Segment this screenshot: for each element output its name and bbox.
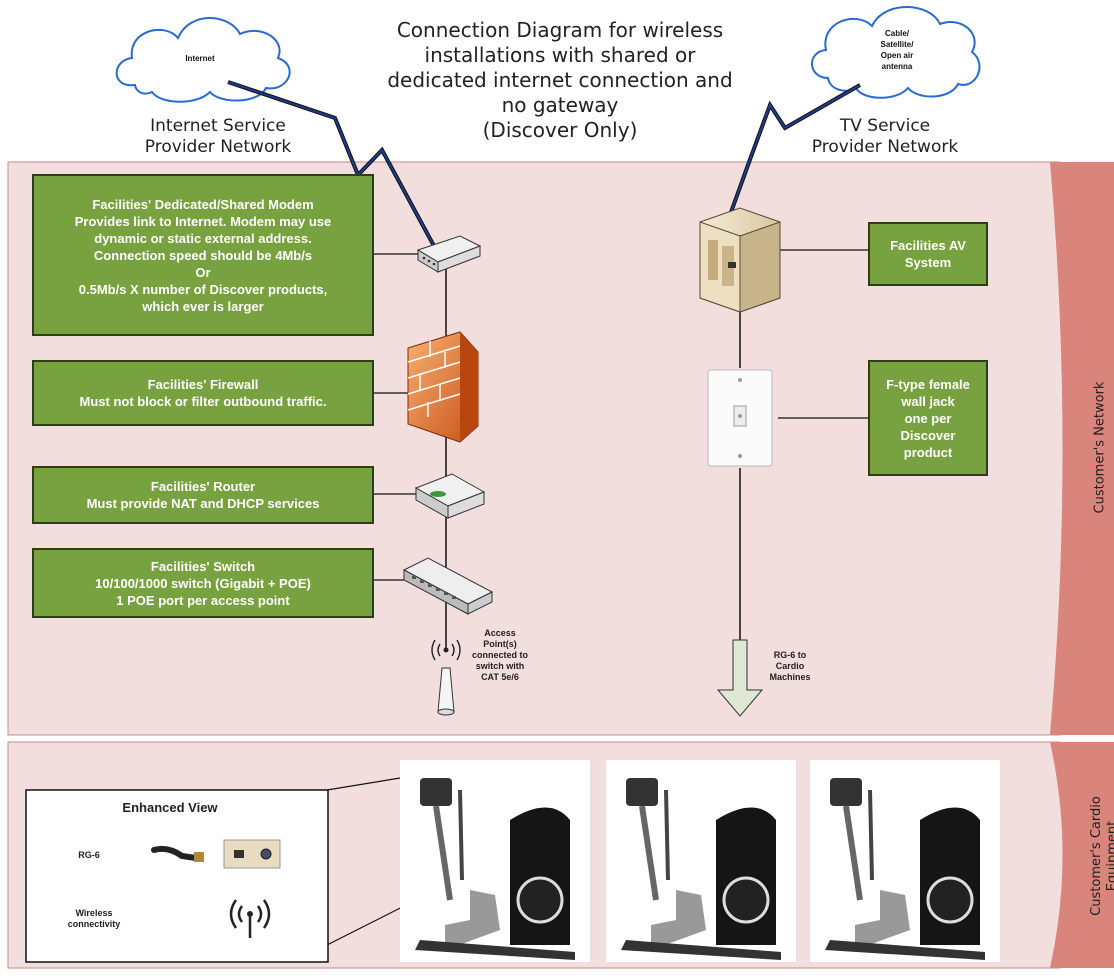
title-line: dedicated internet connection and bbox=[387, 68, 733, 92]
title-line: (Discover Only) bbox=[482, 118, 638, 142]
title-line: Connection Diagram for wireless bbox=[396, 18, 724, 42]
title-line: no gateway bbox=[501, 93, 619, 117]
title-line: installations with shared or bbox=[424, 43, 696, 67]
elliptical-machine-1-icon bbox=[400, 760, 590, 962]
tv-cloud-label: Cable/ Satellite/ Open air antenna bbox=[880, 29, 914, 71]
customer-cardio-label: Customer's Cardio Equipment bbox=[1089, 796, 1114, 916]
diagram-title: Connection Diagram for wireless installa… bbox=[370, 18, 750, 143]
isp-network-label: Internet Service Provider Network bbox=[144, 116, 292, 157]
av-system-icon bbox=[699, 207, 781, 313]
firewall-icon bbox=[407, 331, 479, 443]
modem-icon bbox=[416, 235, 482, 273]
internet-cloud-label: Internet bbox=[185, 54, 215, 63]
enhanced-rg6-label: RG-6 bbox=[78, 850, 100, 860]
rg6-arrow-icon bbox=[716, 639, 764, 717]
elliptical-machine-3-icon bbox=[810, 760, 1000, 962]
av-system-description: Facilities AV System bbox=[868, 222, 988, 286]
wall-jack-description: F-type female wall jack one per Discover… bbox=[868, 360, 988, 476]
access-point-label: Access Point(s) connected to switch with… bbox=[471, 628, 528, 682]
rg6-label: RG-6 to Cardio Machines bbox=[769, 650, 811, 682]
switch-description: Facilities' Switch 10/100/1000 switch (G… bbox=[32, 548, 374, 618]
modem-description: Facilities' Dedicated/Shared Modem Provi… bbox=[32, 174, 374, 336]
tv-network-label: TV Service Provider Network bbox=[811, 116, 959, 157]
elliptical-machine-2-icon bbox=[606, 760, 796, 962]
enhanced-view-title: Enhanced View bbox=[122, 800, 218, 815]
customer-cardio-band bbox=[1050, 742, 1114, 968]
internet-cloud-icon bbox=[115, 17, 291, 103]
wireless-icon bbox=[229, 899, 271, 938]
enhanced-view-box bbox=[25, 789, 329, 963]
customer-network-label: Customer's Network bbox=[1092, 381, 1108, 514]
wall-plate-icon bbox=[223, 839, 281, 869]
enhanced-wireless-label: Wireless connectivity bbox=[67, 908, 121, 929]
access-point-icon bbox=[431, 639, 461, 716]
router-description: Facilities' Router Must provide NAT and … bbox=[32, 466, 374, 524]
tv-cloud-icon bbox=[811, 6, 981, 99]
customer-network-band bbox=[1050, 162, 1114, 735]
switch-icon bbox=[402, 557, 494, 615]
router-icon bbox=[414, 473, 486, 519]
wall-jack-icon bbox=[707, 369, 773, 467]
firewall-description: Facilities' Firewall Must not block or f… bbox=[32, 360, 374, 426]
rg6-cable-icon bbox=[151, 845, 204, 862]
